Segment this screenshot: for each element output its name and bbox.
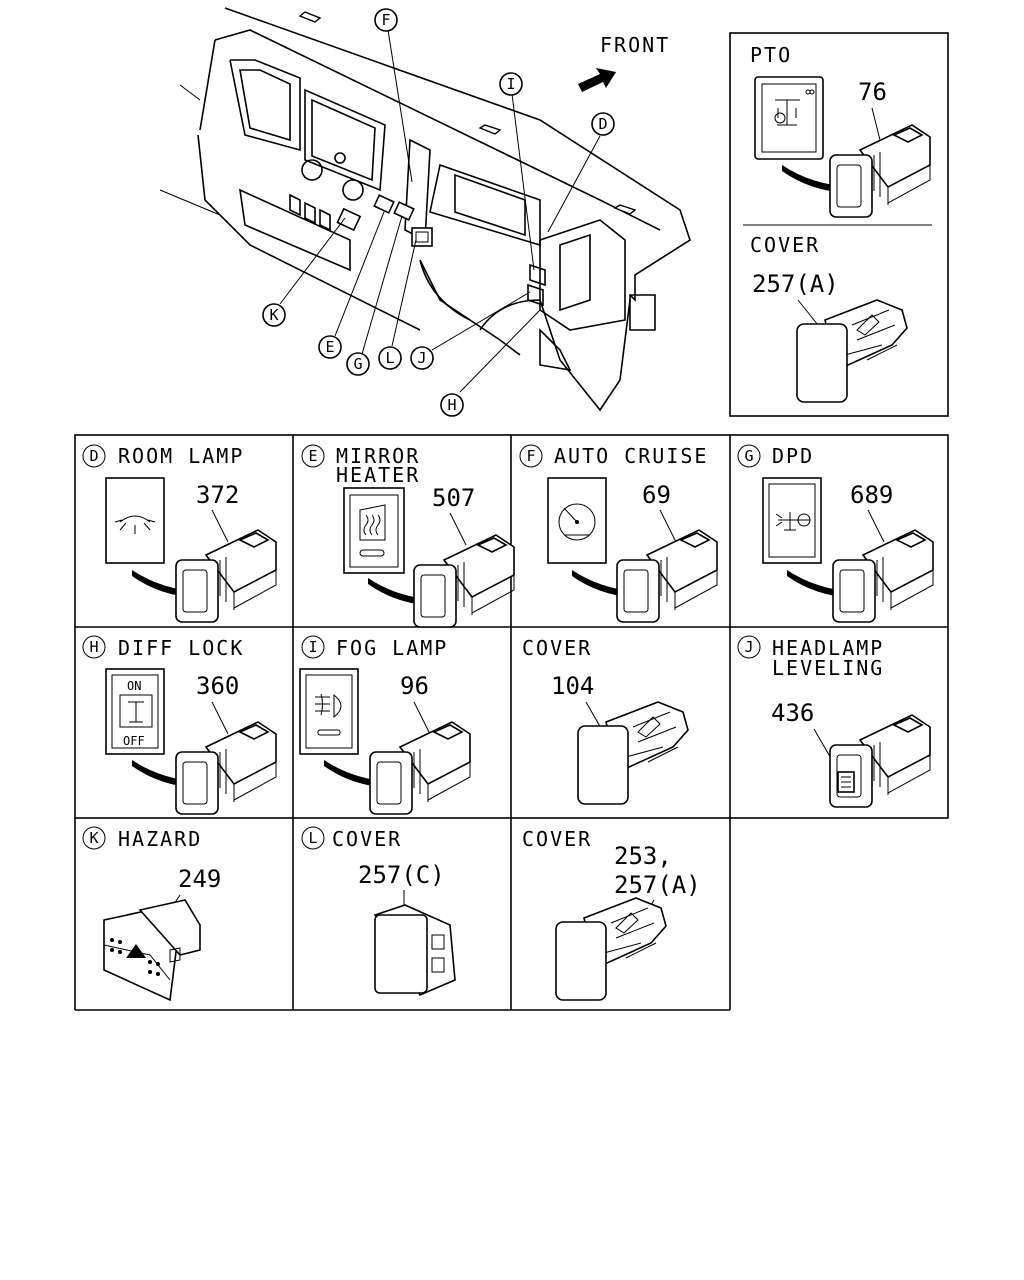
svg-text:E: E: [325, 338, 334, 356]
cell-fog-lamp: I FOG LAMP 96: [299, 635, 471, 815]
callout-K: K: [262, 303, 286, 327]
svg-text:H: H: [89, 638, 98, 656]
svg-text:DPD: DPD: [772, 444, 814, 468]
svg-text:HEATER: HEATER: [336, 463, 420, 487]
cell-cover-104: COVER 104: [510, 636, 689, 805]
cell-headlamp-leveling: J HEADLAMP LEVELING 436: [737, 635, 931, 808]
svg-text:ON: ON: [127, 679, 141, 693]
svg-text:ROOM LAMP: ROOM LAMP: [118, 444, 244, 468]
svg-text:249: 249: [178, 865, 221, 893]
fog-lamp-icon: [333, 693, 342, 719]
svg-text:I: I: [506, 75, 515, 93]
svg-text:689: 689: [850, 481, 893, 509]
room-lamp-bezel: [105, 477, 165, 564]
callout-G: G: [346, 352, 370, 376]
cell-hazard: K HAZARD 249: [82, 826, 221, 1002]
svg-text:F: F: [526, 447, 535, 465]
callout-H: H: [440, 393, 464, 417]
svg-text:MIRROR: MIRROR: [336, 444, 420, 468]
callout-F: F: [374, 8, 398, 32]
svg-text:G: G: [353, 355, 362, 373]
cell-diff-lock: H DIFF LOCK 360 ON OFF: [82, 635, 277, 815]
front-label: FRONT: [600, 33, 670, 57]
svg-text:OFF: OFF: [123, 734, 145, 748]
svg-text:K: K: [89, 829, 98, 847]
front-indicator: FRONT: [578, 33, 670, 92]
callout-L: L: [378, 346, 402, 370]
hazard-triangle-icon: [126, 944, 146, 958]
svg-text:257(C): 257(C): [358, 861, 445, 889]
dashboard-illustration: [159, 7, 691, 412]
dpd-icon: [778, 512, 810, 531]
svg-text:J: J: [417, 349, 426, 367]
svg-text:L: L: [385, 349, 394, 367]
mirror-heater-icon: [359, 504, 386, 541]
svg-text:FOG LAMP: FOG LAMP: [336, 636, 448, 660]
svg-text:L: L: [308, 829, 317, 847]
room-lamp-icon: [119, 515, 151, 523]
front-arrow-icon: [578, 68, 616, 92]
cell-dpd: G DPD 689: [737, 444, 934, 623]
svg-text:J: J: [744, 638, 753, 656]
svg-text:COVER: COVER: [332, 827, 402, 851]
svg-text:D: D: [89, 447, 98, 465]
pto-cover-title: COVER: [750, 233, 820, 257]
cell-mirror-heater: E MIRROR HEATER 507: [301, 444, 515, 628]
cell-room-lamp: D ROOM LAMP 372: [82, 444, 277, 623]
svg-text:AUTO CRUISE: AUTO CRUISE: [554, 444, 708, 468]
svg-text:G: G: [744, 447, 753, 465]
svg-text:COVER: COVER: [522, 827, 592, 851]
svg-text:I: I: [308, 638, 317, 656]
svg-text:372: 372: [196, 481, 239, 509]
callout-I: I: [499, 72, 523, 96]
pto-cover-part-number: 257(A): [752, 270, 839, 298]
callout-E: E: [318, 335, 342, 359]
svg-text:96: 96: [400, 672, 429, 700]
svg-text:69: 69: [642, 481, 671, 509]
callout-D: D: [591, 112, 615, 136]
pto-title: PTO: [750, 43, 792, 67]
cover-257c-icon: [374, 914, 428, 994]
svg-text:COVER: COVER: [522, 636, 592, 660]
svg-text:K: K: [269, 306, 278, 324]
switch-grid: [74, 434, 949, 1011]
callouts: [279, 29, 601, 393]
svg-text:HEADLAMP: HEADLAMP: [772, 636, 884, 660]
mirror-heater-bezel: [343, 487, 405, 574]
callout-J: J: [410, 346, 434, 370]
speedometer-icon: [558, 503, 596, 541]
svg-text:E: E: [308, 447, 317, 465]
svg-text:257(A): 257(A): [614, 871, 701, 899]
svg-text:H: H: [447, 396, 456, 414]
cell-auto-cruise: F AUTO CRUISE 69: [519, 444, 718, 623]
pto-symbol-icon: [775, 99, 800, 126]
diff-lock-icon: [128, 701, 144, 723]
pto-part-number: 76: [858, 78, 887, 106]
svg-text:104: 104: [551, 672, 594, 700]
svg-text:507: 507: [432, 484, 475, 512]
svg-text:HAZARD: HAZARD: [118, 827, 202, 851]
cell-cover-257c: L COVER 257(C): [301, 826, 456, 997]
svg-text:D: D: [598, 115, 607, 133]
svg-text:F: F: [381, 11, 390, 29]
svg-text:436: 436: [771, 699, 814, 727]
svg-text:DIFF LOCK: DIFF LOCK: [118, 636, 244, 660]
svg-text:253,: 253,: [614, 842, 672, 870]
svg-text:LEVELING: LEVELING: [772, 656, 884, 680]
pto-panel: PTO 76 COVER 257(A): [729, 32, 949, 417]
pto-switch-bezel: [754, 76, 824, 160]
svg-text:360: 360: [196, 672, 239, 700]
cell-cover-253: COVER 253, 257(A): [522, 827, 701, 1001]
diff-lock-bezel: [105, 668, 165, 755]
